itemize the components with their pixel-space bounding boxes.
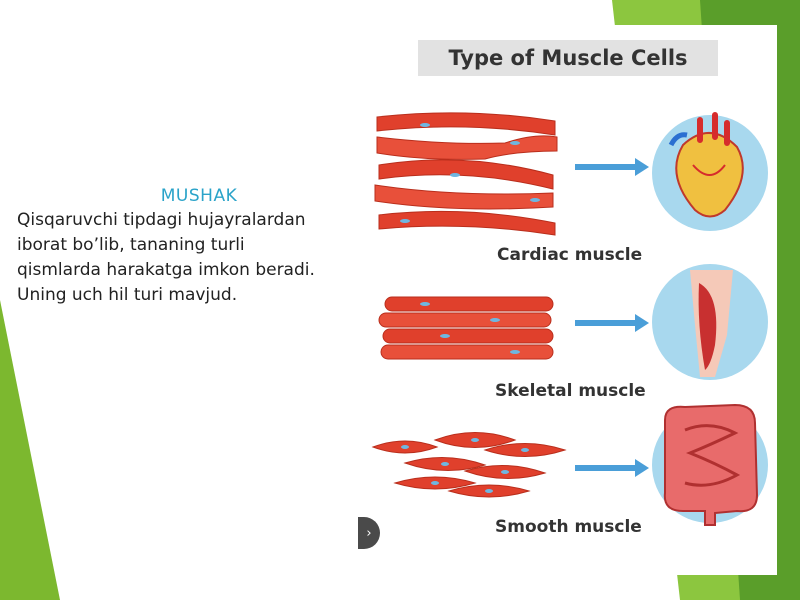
arrow-icon <box>575 158 649 477</box>
body-line: Uning uch hil turi mavjud. <box>17 285 238 305</box>
smooth-cells-graphic <box>371 432 567 498</box>
slide-body: Qisqaruvchi tipdagi hujayralardan iborat… <box>17 208 377 308</box>
chevron-right-icon: › <box>366 525 372 541</box>
muscle-cells-illustration: Type of Muscle Cells <box>365 25 777 575</box>
cardiac-fibers-graphic <box>374 112 558 236</box>
muscle-graphics <box>371 112 768 526</box>
heart-icon <box>652 112 768 231</box>
smooth-caption: Smooth muscle <box>495 517 642 537</box>
intestine-icon <box>652 403 768 526</box>
slide-nav-button[interactable]: › <box>358 517 380 549</box>
cardiac-caption: Cardiac muscle <box>497 245 643 265</box>
skeletal-fibers-graphic <box>378 296 554 360</box>
slide-heading: MUSHAK <box>160 186 238 206</box>
figure-title: Type of Muscle Cells <box>418 40 718 76</box>
body-line: Qisqaruvchi tipdagi hujayralardan <box>17 210 306 230</box>
body-line: qismlarda harakatga imkon beradi. <box>17 260 315 280</box>
leg-muscle-icon <box>652 264 768 380</box>
body-line: iborat bo’lib, tananing turli <box>17 235 245 255</box>
skeletal-caption: Skeletal muscle <box>495 381 646 401</box>
slide-text-block: MUSHAK Qisqaruvchi tipdagi hujayralardan… <box>17 186 377 308</box>
